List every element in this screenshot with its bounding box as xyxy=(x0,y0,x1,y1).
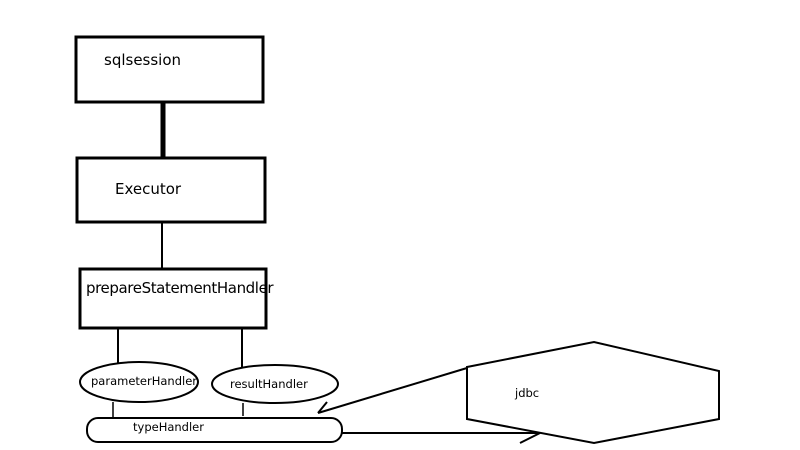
prepare-statement-handler-label: prepareStatementHandler xyxy=(86,279,274,297)
jdbc-label: jdbc xyxy=(515,386,540,400)
sqlsession-label: sqlsession xyxy=(104,51,182,69)
sqlsession-box xyxy=(74,35,265,104)
result-handler-ellipse xyxy=(211,364,339,404)
type-handler-label: typeHandler xyxy=(133,420,204,434)
type-jdbc-upper-line xyxy=(317,367,468,414)
result-handler-label: resultHandler xyxy=(230,377,308,391)
type-jdbc-upper-arrowhead xyxy=(317,401,328,414)
type-handler-shape xyxy=(86,417,343,443)
executor-label: Executor xyxy=(115,180,182,198)
prepare-statement-handler-box xyxy=(78,267,268,330)
type-jdbc-lower-arrowhead xyxy=(519,432,541,444)
executor-box xyxy=(75,156,267,224)
parameter-handler-label: parameterHandler xyxy=(91,374,197,388)
parameter-handler-ellipse xyxy=(79,361,199,403)
jdbc-hexagon xyxy=(466,340,720,445)
